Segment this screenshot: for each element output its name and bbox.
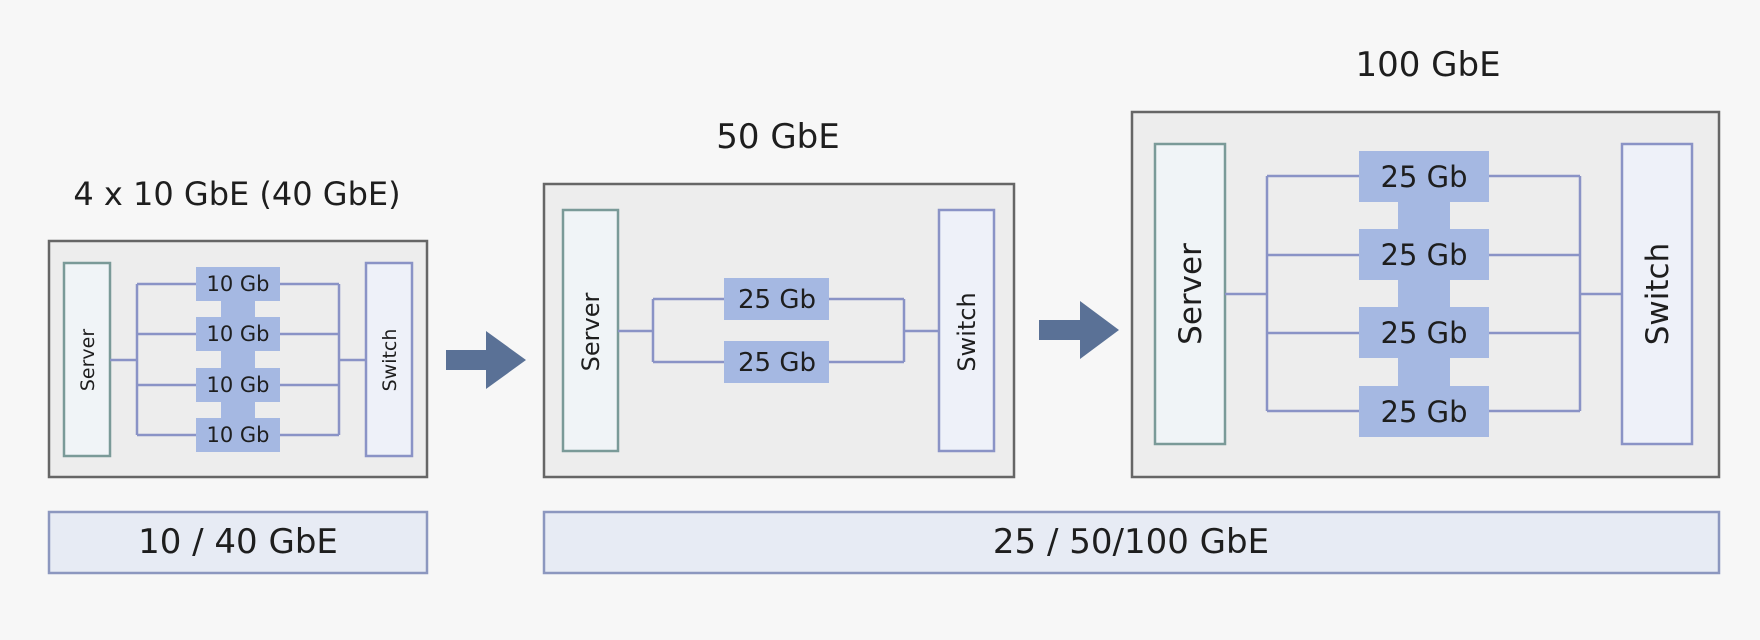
switch-box — [1620, 142, 1694, 446]
link-25gb: 25 Gb — [1359, 151, 1489, 202]
link-connector — [1398, 200, 1450, 390]
switch-label: Switch — [953, 292, 981, 371]
link-25gb: 25 Gb — [1359, 386, 1489, 437]
speed-bar-label: 25 / 50/100 GbE — [993, 522, 1269, 562]
link-10gb: 10 Gb — [196, 418, 280, 452]
link-label: 10 Gb — [207, 272, 270, 296]
link-10gb: 10 Gb — [196, 368, 280, 402]
speed-bar-25-50-100: 25 / 50/100 GbE — [542, 510, 1721, 575]
switch-box — [937, 208, 996, 453]
link-label: 25 Gb — [738, 285, 816, 315]
server-label: Server — [77, 329, 99, 391]
speed-bar-label: 10 / 40 GbE — [138, 522, 338, 562]
speed-bar-10-40: 10 / 40 GbE — [47, 510, 429, 575]
arrow-right-icon — [1039, 301, 1119, 359]
server-label: Server — [1173, 243, 1209, 345]
server-box — [62, 261, 112, 458]
switch-box — [364, 261, 414, 458]
link-label: 10 Gb — [207, 423, 270, 447]
link-label: 25 Gb — [1381, 316, 1468, 350]
link-25gb: 25 Gb — [1359, 229, 1489, 280]
group-100gbe: 100 GbE Server Switch 25 Gb 25 Gb 25 Gb — [1130, 45, 1721, 479]
arrow-right-icon — [446, 331, 526, 389]
link-25gb: 25 Gb — [724, 278, 829, 320]
server-box — [561, 208, 620, 453]
server-label: Server — [577, 293, 605, 372]
link-10gb: 10 Gb — [196, 317, 280, 351]
group-title: 100 GbE — [1355, 45, 1500, 85]
link-label: 25 Gb — [1381, 160, 1468, 194]
group-50gbe: 50 GbE Server Switch 25 Gb 25 Gb — [542, 117, 1016, 479]
link-label: 25 Gb — [738, 348, 816, 378]
group-title: 4 x 10 GbE (40 GbE) — [73, 175, 400, 213]
switch-label: Switch — [379, 329, 401, 392]
link-label: 25 Gb — [1381, 395, 1468, 429]
link-10gb: 10 Gb — [196, 267, 280, 301]
group-4x10gbe: 4 x 10 GbE (40 GbE) Server Switch 10 Gb … — [47, 175, 429, 479]
switch-label: Switch — [1640, 243, 1676, 346]
group-title: 50 GbE — [716, 117, 839, 157]
link-label: 10 Gb — [207, 373, 270, 397]
link-label: 10 Gb — [207, 322, 270, 346]
link-25gb: 25 Gb — [1359, 307, 1489, 358]
link-label: 25 Gb — [1381, 238, 1468, 272]
link-25gb: 25 Gb — [724, 341, 829, 383]
